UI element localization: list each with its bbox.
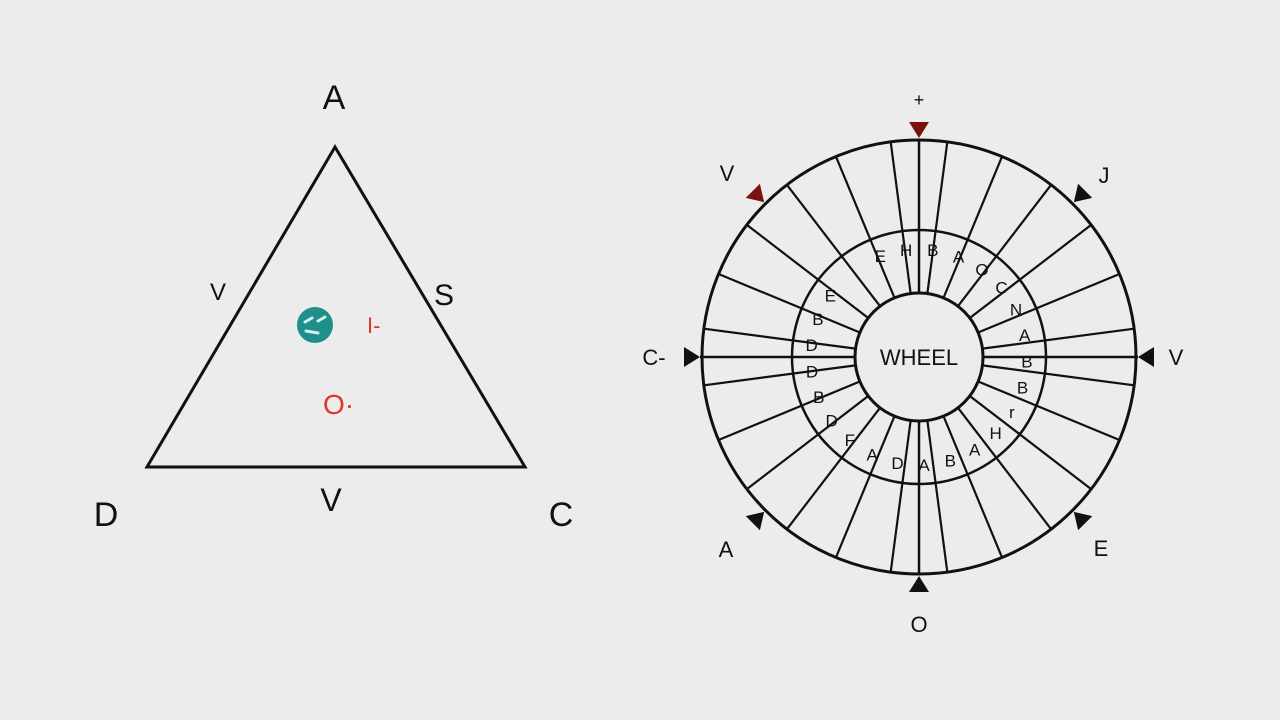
- wheel-outer-label-left: C-: [642, 345, 665, 370]
- vertex-label-right: C: [549, 496, 574, 534]
- wheel-spoke: [718, 380, 861, 442]
- wheel-ring-label: B: [1017, 379, 1028, 398]
- side-label-left: V: [210, 279, 226, 306]
- wheel-ring-label: F: [845, 431, 855, 450]
- wheel-pointer-marker: [745, 511, 765, 531]
- teal-face-icon: [297, 307, 333, 343]
- wheel-ring-label: B: [927, 241, 938, 260]
- wheel-spoke: [977, 272, 1120, 334]
- wheel-ring-label: A: [918, 456, 930, 475]
- wheel-spoke: [746, 224, 869, 319]
- wheel-spoke: [982, 327, 1135, 350]
- wheel-outer-label-top-left: V: [720, 161, 735, 186]
- wheel-spoke: [718, 272, 861, 334]
- wheel-ring-label: D: [806, 362, 818, 381]
- wheel-spoke: [982, 364, 1135, 387]
- wheel-spoke: [889, 141, 912, 294]
- wheel-pointer-marker: [909, 576, 929, 592]
- triangle-outline: [144, 144, 528, 469]
- wheel-ring-label: H: [900, 241, 912, 260]
- wheel-spoke: [786, 407, 881, 530]
- wheel-spoke: [889, 420, 912, 573]
- wheel-spoke: [942, 415, 1004, 558]
- wheel-ring-label: H: [989, 424, 1001, 443]
- wheel-spoke: [977, 380, 1120, 442]
- wheel-pointer-marker: [909, 122, 929, 138]
- wheel-ring-label: B: [813, 388, 824, 407]
- wheel-ring-label: r: [1009, 403, 1015, 422]
- side-label-bottom: V: [320, 482, 342, 518]
- triangle-figure: A D C V S V I- O·: [94, 79, 574, 534]
- wheel-ring-label: E: [825, 286, 836, 305]
- wheel-spoke: [957, 184, 1052, 307]
- wheel-spoke: [703, 327, 856, 350]
- wheel-spoke: [969, 224, 1092, 319]
- wheel-spoke: [786, 184, 881, 307]
- wheel-spoke: [926, 420, 949, 573]
- wheel-ring-label: A: [1019, 326, 1031, 345]
- red-o-mark: O·: [323, 389, 354, 420]
- wheel-spoke: [926, 141, 949, 294]
- wheel-spoke: [834, 156, 896, 299]
- vertex-label-left: D: [94, 496, 119, 534]
- wheel-spokes: [703, 140, 1135, 574]
- wheel-spoke: [969, 395, 1092, 490]
- wheel-outer-label-top-right: J: [1099, 163, 1110, 188]
- wheel-hub-label: WHEEL: [880, 345, 958, 370]
- wheel-ring-label: B: [812, 310, 823, 329]
- wheel-pointer-marker: [684, 347, 700, 367]
- wheel-ring-label: E: [875, 247, 886, 266]
- wheel-ring-label: B: [1021, 352, 1032, 371]
- wheel-ring-label: D: [825, 411, 837, 430]
- wheel-spoke: [746, 395, 869, 490]
- wheel-ring-label: A: [867, 445, 879, 464]
- wheel-markers: [684, 122, 1154, 592]
- wheel-spoke: [957, 407, 1052, 530]
- wheel-ring-label: D: [891, 454, 903, 473]
- wheel-pointer-marker: [1073, 511, 1093, 531]
- side-label-right: S: [434, 279, 454, 312]
- wheel-pointer-marker: [1138, 347, 1154, 367]
- wheel-outer-label-bottom: O: [910, 612, 927, 637]
- wheel-outer-label-right: V: [1169, 345, 1184, 370]
- wheel-outer-label-bottom-left: A: [719, 537, 734, 562]
- wheel-ring-label: D: [806, 336, 818, 355]
- wheel-ring-label: O: [975, 260, 988, 279]
- wheel-outer-label-top: +: [914, 90, 925, 110]
- red-mark: I-: [367, 313, 380, 338]
- wheel-ring-label: A: [953, 248, 965, 267]
- wheel-spoke: [834, 415, 896, 558]
- vertex-label-top: A: [323, 79, 346, 117]
- wheel-ring-label: N: [1010, 301, 1022, 320]
- wheel-pointer-marker: [1073, 183, 1093, 203]
- wheel-ring-label: C: [995, 278, 1007, 297]
- wheel-ring-label: A: [969, 441, 981, 460]
- wheel-ring-label: B: [945, 451, 956, 470]
- wheel-outer-label-bottom-right: E: [1094, 536, 1109, 561]
- wheel-spoke: [703, 364, 856, 387]
- wheel-spoke: [942, 156, 1004, 299]
- wheel-pointer-marker: [745, 183, 765, 203]
